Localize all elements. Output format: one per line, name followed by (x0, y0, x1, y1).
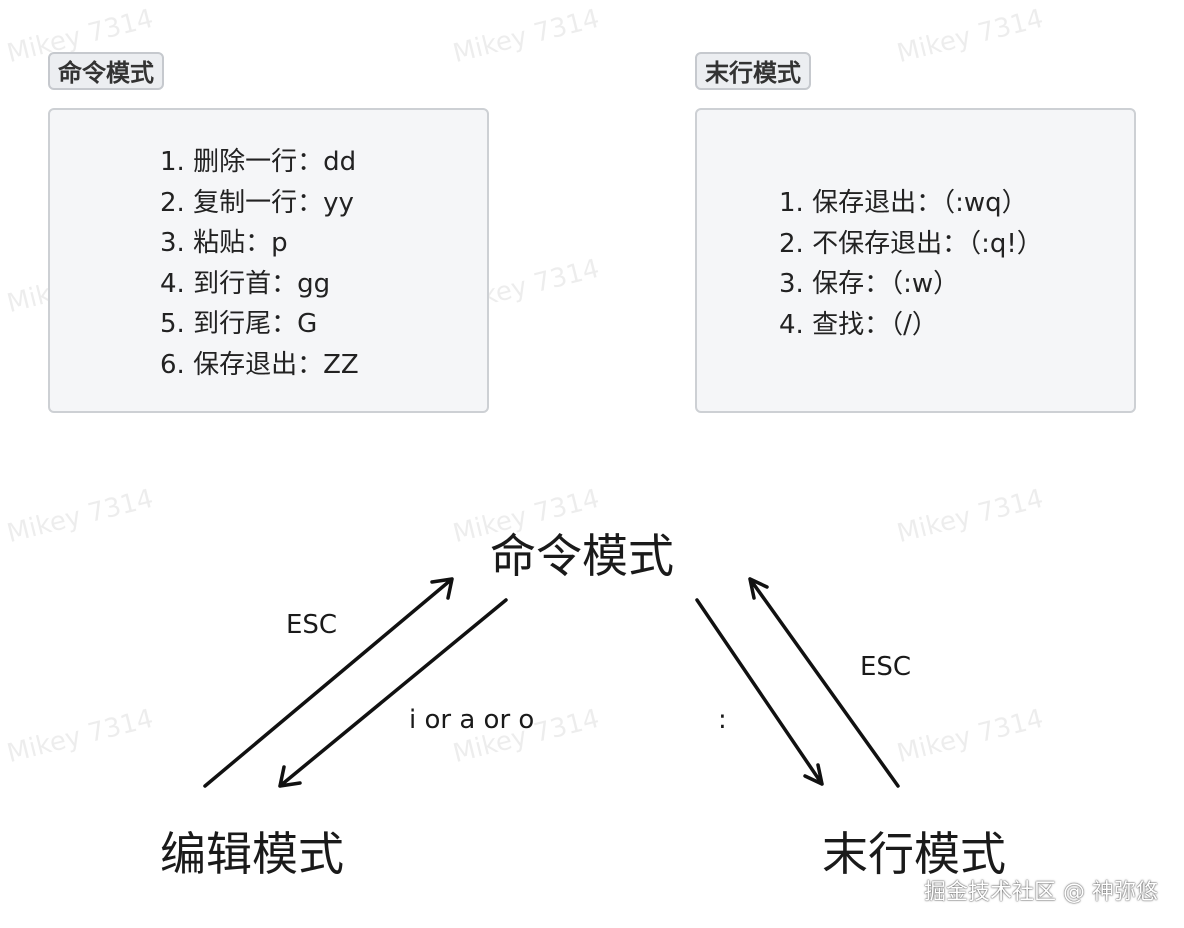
label-lastline-to-command: ESC (860, 652, 912, 682)
arrow-lastline-to-command (748, 577, 900, 788)
lastline-panel: 1. 保存退出：（:wq） 2. 不保存退出：（:q!） 3. 保存：（:w） … (695, 108, 1136, 413)
footer-credit: 掘金技术社区 @ 神弥悠 (924, 880, 1158, 905)
lastline-panel-title: 末行模式 (695, 52, 811, 90)
list-item: 2. 不保存退出：（:q!） (779, 228, 1043, 259)
list-item: 6. 保存退出：ZZ (160, 349, 359, 380)
list-item: 1. 保存退出：（:wq） (779, 188, 1028, 218)
command-list: 1. 删除一行：dd 2. 复制一行：yy 3. 粘贴：p 4. 到行首：gg … (160, 142, 359, 385)
lastline-list: 1. 保存退出：（:wq） 2. 不保存退出：（:q!） 3. 保存：（:w） … (779, 183, 1043, 345)
list-item: 3. 保存：（:w） (779, 269, 960, 299)
command-panel-title: 命令模式 (48, 52, 164, 90)
label-edit-to-command: ESC (286, 610, 338, 640)
node-lastline-mode: 末行模式 (822, 827, 1006, 881)
arrow-command-to-edit (278, 598, 508, 788)
list-item: 4. 查找：（/） (779, 309, 938, 340)
node-command-mode: 命令模式 (490, 529, 674, 583)
list-item: 4. 到行首：gg (160, 268, 331, 299)
node-edit-mode: 编辑模式 (160, 827, 344, 881)
command-panel: 1. 删除一行：dd 2. 复制一行：yy 3. 粘贴：p 4. 到行首：gg … (48, 108, 489, 413)
list-item: 5. 到行尾：G (160, 309, 318, 339)
list-item: 2. 复制一行：yy (160, 187, 354, 218)
arrow-command-to-lastline (695, 598, 824, 786)
list-item: 1. 删除一行：dd (160, 147, 357, 177)
label-command-to-edit: i or a or o (409, 705, 535, 735)
arrow-edit-to-command (203, 577, 454, 788)
label-command-to-lastline: : (718, 705, 727, 735)
list-item: 3. 粘贴：p (160, 228, 288, 258)
